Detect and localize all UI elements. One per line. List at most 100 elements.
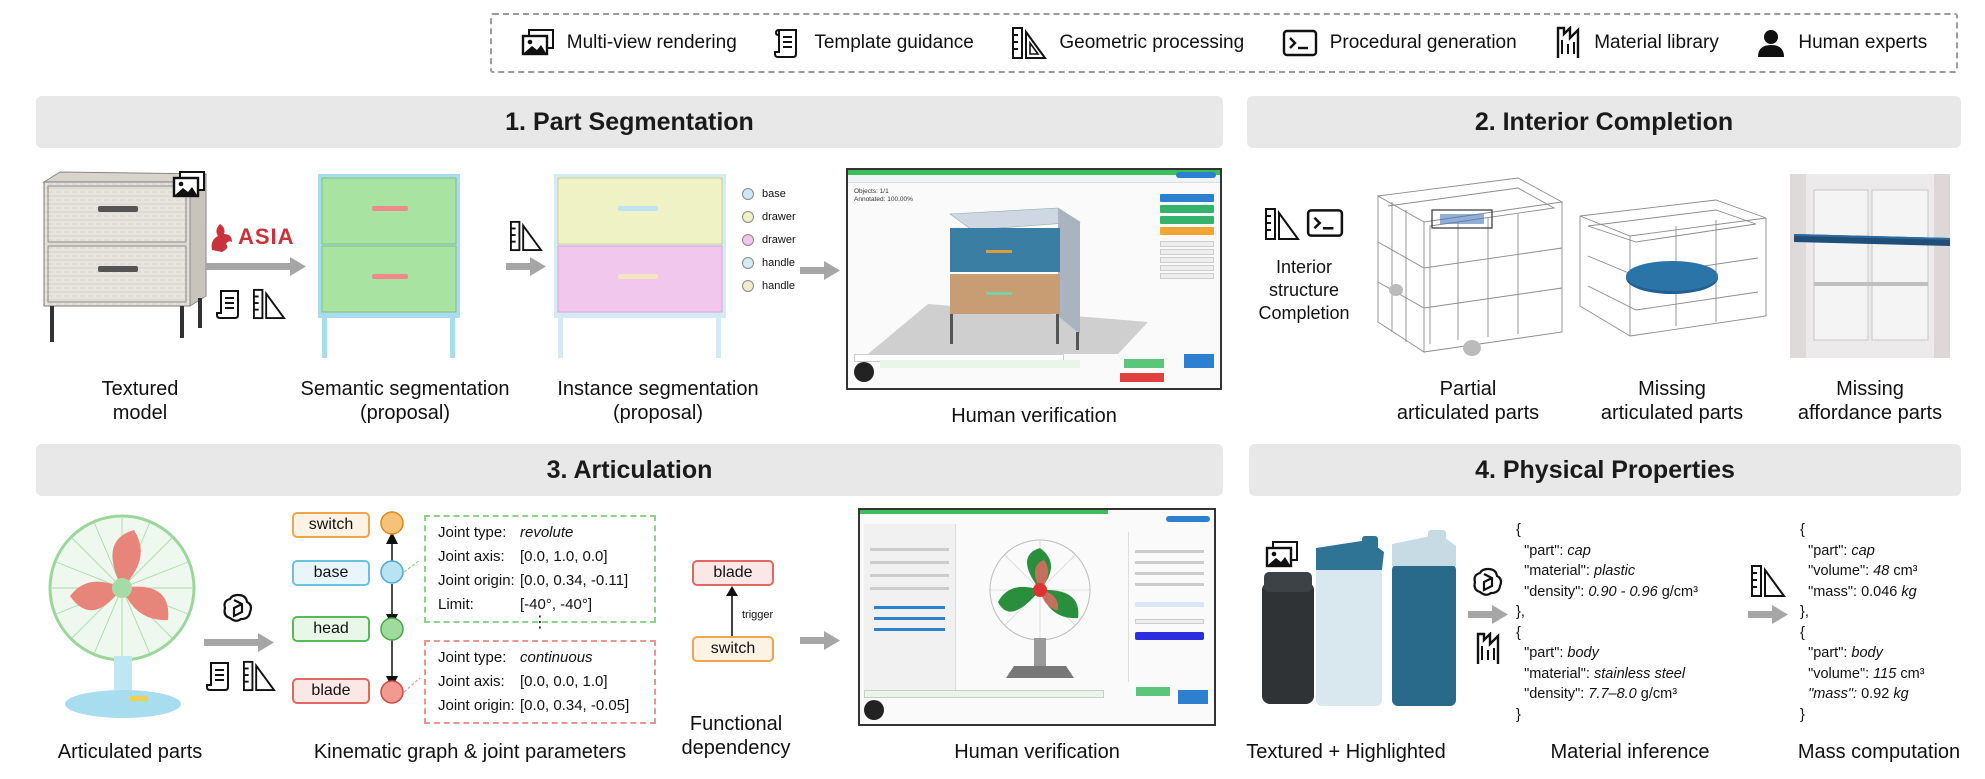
joint-key: Limit: <box>438 596 474 613</box>
json-key: "mass": <box>1808 686 1858 702</box>
multi-view-icon <box>1265 541 1298 568</box>
caption-text: Partial articulated parts <box>1396 378 1540 424</box>
part-row[interactable] <box>1160 265 1214 271</box>
joint-value: [0.0, 1.0, 0.0] <box>520 548 608 565</box>
caption-text: Functional dependency <box>681 713 791 759</box>
header-button[interactable] <box>1166 516 1210 522</box>
json-key: "volume": <box>1808 563 1870 579</box>
annotation-stats: Objects: 1/1 Annotated: 100.00% <box>854 188 913 204</box>
instance-segmentation-render <box>554 174 726 358</box>
joint-key: Joint type: <box>438 524 507 541</box>
json-key: "density": <box>1524 686 1585 702</box>
status-bar <box>880 360 1080 368</box>
dragon-icon <box>211 224 232 252</box>
person-icon <box>1758 30 1785 57</box>
toolbar <box>848 175 1220 183</box>
action-button[interactable] <box>1160 194 1214 202</box>
prompt-input[interactable] <box>864 690 1104 698</box>
submit-button[interactable] <box>1184 354 1214 368</box>
fan-viewport <box>989 539 1091 678</box>
json-value: 0.92 <box>1861 686 1890 702</box>
articulation-tool-panel <box>858 508 1216 726</box>
multi-view-icon <box>172 171 205 198</box>
asia-logo: ASIA <box>208 220 295 254</box>
part-row[interactable] <box>1160 241 1214 247</box>
joint-input[interactable] <box>1135 619 1204 624</box>
nightstand-viewport <box>868 207 1148 354</box>
asia-logo-text: ASIA <box>238 224 295 249</box>
json-key: "part": <box>1524 542 1564 559</box>
slider[interactable] <box>874 606 945 609</box>
json-value: cap <box>1851 542 1875 559</box>
json-key: "mass": <box>1808 583 1858 600</box>
dependency-edge-label: trigger <box>742 609 774 621</box>
objects-count: Objects: 1/1 <box>854 188 889 195</box>
missing-affordance-render <box>1790 174 1950 358</box>
material-inference-json: { "part": cap "material": plastic "densi… <box>1516 522 1698 723</box>
legend-label: Procedural generation <box>1329 32 1517 53</box>
progress-bar <box>848 170 1220 175</box>
action-button[interactable] <box>1160 205 1214 213</box>
json-unit: cm³ <box>1893 563 1918 579</box>
section-header-interior-completion: 2. Interior Completion <box>1247 96 1961 148</box>
action-button[interactable] <box>1160 227 1214 235</box>
joint-params-continuous: Joint type:continuous Joint axis:[0.0, 0… <box>424 640 656 724</box>
json-value: 115 <box>1873 665 1897 682</box>
side-panel <box>1160 194 1214 279</box>
joint-key: Joint origin: <box>438 572 515 589</box>
ellipsis: ⋮ <box>532 614 548 631</box>
caption-kinematic-graph: Kinematic graph & joint parameters <box>313 741 627 763</box>
json-key: "material": <box>1524 563 1590 579</box>
tool-legend: Multi-view rendering Template guidance G… <box>490 13 1958 73</box>
part-row[interactable] <box>1160 273 1214 279</box>
json-value: body <box>1851 645 1883 661</box>
part-row[interactable] <box>1160 257 1214 263</box>
flow-arrow <box>800 261 840 280</box>
json-value: 7.7–8.0 <box>1588 686 1637 702</box>
caption-text: Instance segmentation (proposal) <box>557 378 759 424</box>
json-key: "volume": <box>1808 665 1870 682</box>
flow-arrow <box>506 257 546 276</box>
json-key: "density": <box>1524 583 1585 600</box>
slider[interactable] <box>874 617 945 620</box>
json-value: cap <box>1567 542 1591 559</box>
caption-text: Semantic segmentation (proposal) <box>300 378 510 424</box>
flow-arrow <box>204 633 274 652</box>
part-legend-item: drawer <box>742 234 796 246</box>
caption-human-verification-2: Human verification <box>954 741 1120 763</box>
submit-button[interactable] <box>1178 690 1208 704</box>
dependency-node-switch: switch <box>692 636 774 662</box>
joint-params-revolute: Joint type:revolute Joint axis:[0.0, 1.0… <box>424 515 656 623</box>
header-button[interactable] <box>1176 172 1216 178</box>
template-icon <box>206 662 229 691</box>
part-row[interactable] <box>1160 249 1214 255</box>
section-header-part-segmentation: 1. Part Segmentation <box>36 96 1223 148</box>
avatar <box>864 700 884 720</box>
slider[interactable] <box>874 628 945 631</box>
multi-view-icon <box>521 29 554 56</box>
caption-mass-computation: Mass computation <box>1797 741 1961 763</box>
part-legend-item: handle <box>742 257 796 269</box>
dependency-node-blade: blade <box>692 560 774 586</box>
action-button[interactable] <box>1160 216 1214 224</box>
caption-text: Missing articulated parts <box>1600 378 1744 424</box>
part-legend-item: base <box>742 188 796 200</box>
confirm-button[interactable] <box>1136 687 1170 696</box>
joint-value: [0.0, 0.0, 1.0] <box>520 673 608 690</box>
color-swatch <box>742 280 754 292</box>
joint-key: Joint axis: <box>438 673 505 690</box>
missing-articulated-wireframe <box>1579 199 1767 337</box>
template-icon <box>216 290 239 319</box>
section-header-physical-properties: 4. Physical Properties <box>1249 444 1961 496</box>
semantic-segmentation-render <box>318 174 460 358</box>
joint-value: [0.0, 0.34, -0.11] <box>520 572 629 589</box>
confirm-button[interactable] <box>1124 359 1164 368</box>
json-unit: g/cm³ <box>1640 686 1678 702</box>
legend-label: Material library <box>1594 32 1719 53</box>
joint-value: continuous <box>520 649 593 666</box>
json-key: "part": <box>1524 645 1564 661</box>
caption-partial-articulated: Partial articulated parts <box>1368 377 1568 425</box>
section-header-articulation: 3. Articulation <box>36 444 1223 496</box>
joint-button[interactable] <box>1135 632 1204 640</box>
reject-button[interactable] <box>1120 373 1164 382</box>
